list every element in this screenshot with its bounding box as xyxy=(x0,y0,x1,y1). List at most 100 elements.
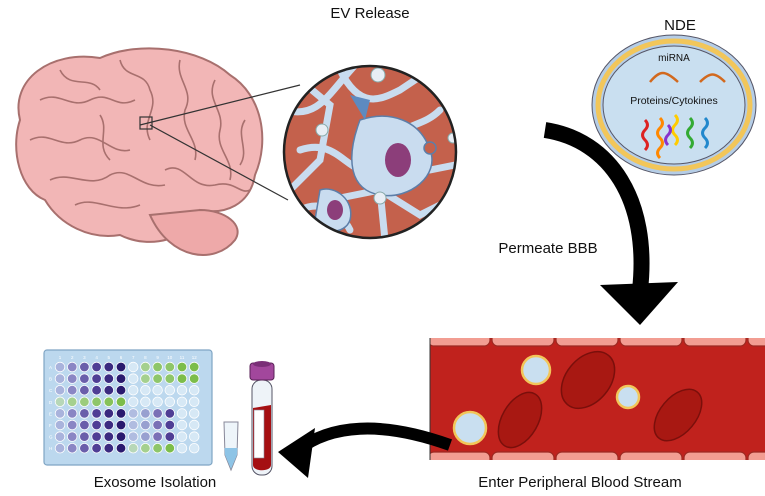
protein-structure-icon xyxy=(641,113,709,160)
plate-well xyxy=(127,361,139,373)
plate-well xyxy=(103,431,115,442)
plate-well xyxy=(54,373,66,384)
plate-well xyxy=(115,396,127,408)
plate-column-label: 12 xyxy=(192,355,198,360)
plate-well xyxy=(79,443,90,454)
plate-well xyxy=(140,408,151,419)
exosome-isolation-label: Exosome Isolation xyxy=(94,474,217,491)
plate-well xyxy=(103,385,115,396)
exosomes-in-blood xyxy=(452,354,641,446)
plate-well xyxy=(140,373,151,384)
plate-well xyxy=(66,396,78,408)
plate-column-label: 8 xyxy=(144,355,147,360)
plate-well xyxy=(176,431,188,442)
plate-well xyxy=(115,373,127,384)
plate-row-label: G xyxy=(49,435,53,440)
plate-well xyxy=(176,361,188,373)
plate-well xyxy=(188,443,200,454)
plate-well xyxy=(140,431,151,442)
plate-well xyxy=(188,419,200,431)
plate-well xyxy=(91,373,102,384)
plate-well xyxy=(54,396,66,408)
plate-column-label: 4 xyxy=(95,355,98,360)
plate-well xyxy=(127,408,139,419)
blood-vessel xyxy=(429,338,765,460)
plate-well xyxy=(54,408,66,419)
plate-well xyxy=(176,408,188,419)
plate-well xyxy=(115,361,127,373)
plate-column-label: 3 xyxy=(83,355,86,360)
plate-well xyxy=(103,373,115,384)
plate-well xyxy=(91,431,102,442)
plate-well xyxy=(79,419,90,431)
plate-well xyxy=(152,361,163,373)
nucleus xyxy=(385,143,411,177)
plate-well xyxy=(91,361,102,373)
plate-well xyxy=(188,396,200,408)
plate-well xyxy=(164,443,176,454)
plate-well xyxy=(103,443,115,454)
brain-illustration xyxy=(15,47,301,256)
plate-well xyxy=(188,385,200,396)
plate-column-label: 10 xyxy=(167,355,173,360)
plate-well xyxy=(127,396,139,408)
plate-well xyxy=(103,396,115,408)
neuron-tissue-circle xyxy=(282,64,458,240)
plate-well xyxy=(164,396,176,408)
blood-collection-tube xyxy=(249,361,275,476)
plate-well xyxy=(127,419,139,431)
nde-vesicle: miRNA Proteins/Cytokines xyxy=(591,34,757,176)
plate-well xyxy=(127,443,139,454)
plate-well xyxy=(164,419,176,431)
plate-well xyxy=(140,443,151,454)
mirna-label: miRNA xyxy=(658,53,690,64)
plate-well xyxy=(79,361,90,373)
plate-well xyxy=(176,443,188,454)
plate-well xyxy=(91,443,102,454)
plate-row-label: C xyxy=(49,388,53,393)
plate-well xyxy=(164,361,176,373)
plate-well xyxy=(152,385,163,396)
plate-column-label: 2 xyxy=(71,355,74,360)
plate-column-label: 1 xyxy=(59,355,62,360)
permeate-bbb-label: Permeate BBB xyxy=(498,240,597,257)
plate-well xyxy=(54,385,66,396)
plate-well xyxy=(91,396,102,408)
plate-well xyxy=(176,385,188,396)
plate-well xyxy=(54,431,66,442)
plate-well xyxy=(176,419,188,431)
plate-well xyxy=(91,408,102,419)
plate-well xyxy=(152,373,163,384)
plate-row-label: F xyxy=(49,423,52,428)
arrowhead-left xyxy=(278,428,315,478)
arrowhead-down xyxy=(600,282,678,325)
plate-well xyxy=(152,443,163,454)
mirna-icon xyxy=(649,71,726,83)
plate-column-label: 11 xyxy=(180,355,185,360)
plate-well xyxy=(79,396,90,408)
plate-well xyxy=(176,373,188,384)
plate-well xyxy=(115,408,127,419)
plate-column-label: 7 xyxy=(132,355,135,360)
plate-column-label: 5 xyxy=(108,355,111,360)
plate-well xyxy=(188,373,200,384)
plate-well xyxy=(66,443,78,454)
plate-well xyxy=(164,373,176,384)
microcentrifuge-tube xyxy=(223,421,239,472)
blood-stream-label: Enter Peripheral Blood Stream xyxy=(478,474,681,491)
plate-row-label: H xyxy=(49,446,52,451)
plate-column-label: 9 xyxy=(156,355,159,360)
plate-well xyxy=(66,373,78,384)
plate-well xyxy=(79,431,90,442)
plate-well xyxy=(152,419,163,431)
plate-well xyxy=(164,431,176,442)
plate-well xyxy=(54,443,66,454)
plate-well xyxy=(152,431,163,442)
plate-well xyxy=(152,396,163,408)
plate-row-label: E xyxy=(49,411,52,416)
plate-well xyxy=(91,419,102,431)
plate-well xyxy=(127,373,139,384)
plate-well xyxy=(66,385,78,396)
curved-arrow-down xyxy=(543,122,650,291)
